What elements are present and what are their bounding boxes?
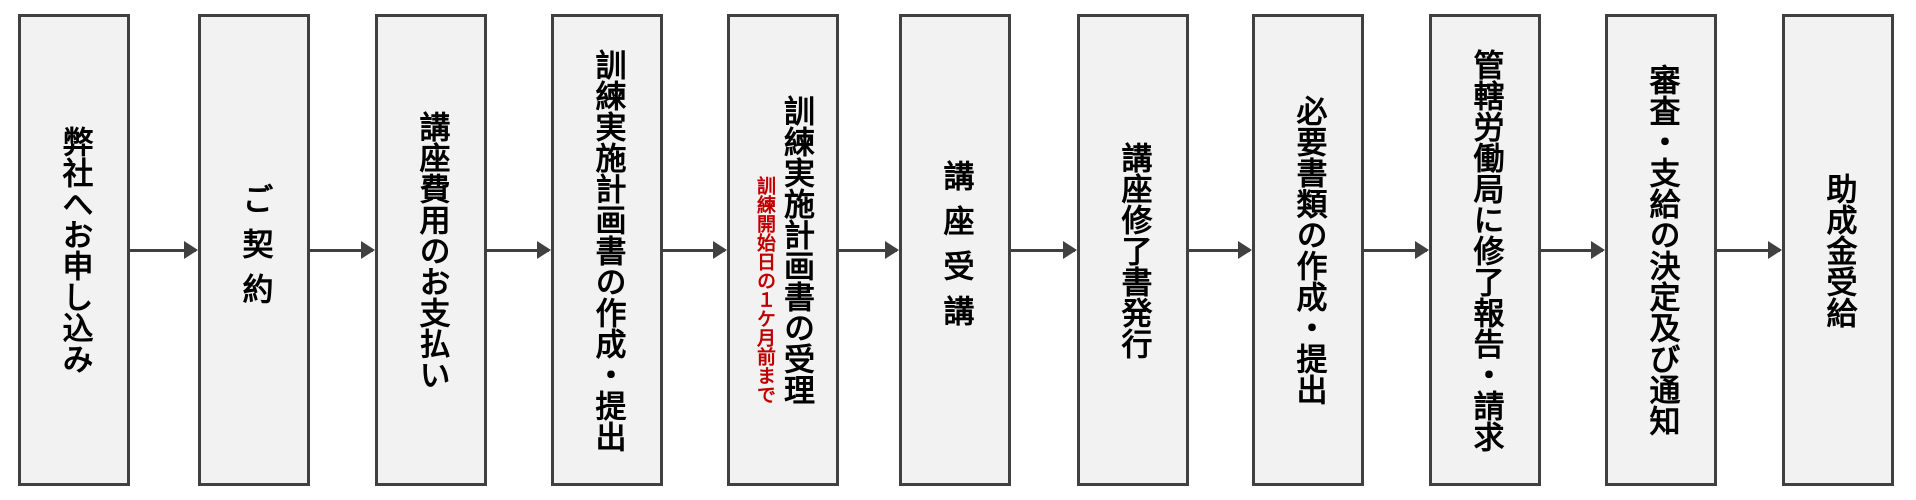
step-label: 訓練実施計画書の作成・提出: [589, 48, 626, 452]
step-box-8: 必要書類の作成・提出: [1252, 14, 1364, 486]
step-label: 講座修了書発行: [1115, 141, 1152, 359]
arrow-right-icon: [1541, 241, 1605, 259]
arrow-right-icon: [1011, 241, 1077, 259]
step-label: 審査・支給の決定及び通知: [1643, 64, 1680, 436]
step-box-2: ご契約: [198, 14, 310, 486]
step-box-11: 助成金受給: [1782, 14, 1894, 486]
step-label: 訓練実施計画書の受理: [778, 95, 814, 405]
arrow-right-icon: [663, 241, 727, 259]
step-label: ご契約: [236, 182, 273, 318]
step-note: 訓練開始日の１ケ月前まで: [754, 176, 776, 404]
step-box-9: 管轄労働局に修了報告・請求: [1429, 14, 1541, 486]
arrow-right-icon: [1189, 241, 1252, 259]
step-box-1: 弊社へお申し込み: [18, 14, 130, 486]
arrow-right-icon: [1717, 241, 1782, 259]
arrow-right-icon: [839, 241, 899, 259]
arrow-right-icon: [130, 241, 198, 259]
step-label: 必要書類の作成・提出: [1290, 95, 1327, 405]
step-box-4: 訓練実施計画書の作成・提出: [551, 14, 663, 486]
step-label: 講座費用のお支払い: [413, 110, 450, 390]
step-box-5: 訓練実施計画書の受理訓練開始日の１ケ月前まで: [727, 14, 839, 486]
step-box-6: 講座受講: [899, 14, 1011, 486]
step-label: 助成金受給: [1820, 172, 1857, 328]
step-box-10: 審査・支給の決定及び通知: [1605, 14, 1717, 486]
step-box-7: 講座修了書発行: [1077, 14, 1189, 486]
step-box-3: 講座費用のお支払い: [375, 14, 487, 486]
step-label: 講座受講: [937, 160, 974, 340]
arrow-right-icon: [487, 241, 551, 259]
step-label: 管轄労働局に修了報告・請求: [1467, 48, 1504, 452]
arrow-right-icon: [1364, 241, 1429, 259]
arrow-right-icon: [310, 241, 375, 259]
step-label: 弊社へお申し込み: [56, 126, 93, 374]
